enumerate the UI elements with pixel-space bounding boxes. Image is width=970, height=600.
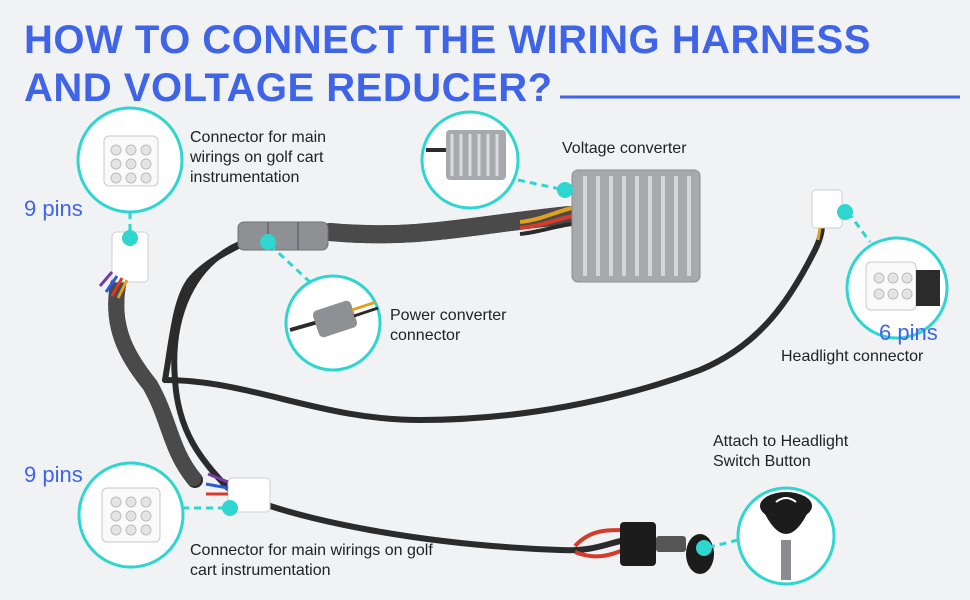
wire-long-loop bbox=[162, 222, 825, 424]
label-voltage-converter: Voltage converter bbox=[562, 140, 687, 157]
pins-bottom-left: 9 pins bbox=[24, 462, 83, 487]
pins-top-left: 9 pins bbox=[24, 196, 83, 221]
wire-to-switch bbox=[237, 492, 643, 554]
label-power-connector-line2: connector bbox=[390, 327, 461, 344]
title-line-2: AND VOLTAGE REDUCER? bbox=[24, 66, 553, 110]
label-switch-line1: Attach to Headlight bbox=[713, 433, 849, 450]
callout-top-9pin-art bbox=[103, 135, 159, 187]
label-top-connector-line1: Connector for main bbox=[190, 129, 327, 146]
converter-leads bbox=[519, 206, 573, 236]
label-bottom-connector-line2: cart instrumentation bbox=[190, 562, 331, 579]
callout-headlight-art bbox=[865, 261, 940, 311]
label-top-connector-line3: instrumentation bbox=[190, 169, 300, 186]
label-switch-line2: Switch Button bbox=[713, 453, 811, 470]
label-power-connector: Power converter connector bbox=[390, 306, 507, 346]
label-bottom-connector: Connector for main wirings on golf cart … bbox=[190, 541, 433, 581]
callout-bottom-9pin-art bbox=[101, 487, 161, 543]
label-top-connector-line2: wirings on golf cart bbox=[190, 149, 324, 166]
title-line-1: HOW TO CONNECT THE WIRING HARNESS bbox=[24, 18, 871, 62]
callout-switch-art bbox=[760, 492, 812, 580]
label-bottom-connector-line1: Connector for main wirings on golf bbox=[190, 542, 433, 559]
callout-switch bbox=[736, 486, 836, 586]
pins-headlight: 6 pins bbox=[879, 320, 938, 345]
callout-power-connector-art bbox=[289, 300, 379, 338]
headlight-plug bbox=[811, 189, 843, 241]
label-power-connector-line1: Power converter bbox=[390, 307, 507, 324]
wire-upper bbox=[162, 237, 253, 383]
voltage-converter-body bbox=[571, 169, 701, 283]
callout-dots bbox=[122, 182, 853, 556]
corrugated-loom-ridges bbox=[108, 277, 203, 488]
harness-wires bbox=[108, 206, 825, 554]
label-headlight-connector: Headlight connector bbox=[781, 348, 924, 365]
power-connector-plug bbox=[237, 221, 329, 251]
bottom-9pin-plug bbox=[205, 472, 271, 513]
label-switch: Attach to Headlight Switch Button bbox=[713, 432, 848, 472]
label-top-connector: Connector for main wirings on golf cart … bbox=[190, 128, 326, 188]
callout-converter-art bbox=[426, 130, 506, 180]
top-9pin-plug bbox=[98, 231, 149, 299]
